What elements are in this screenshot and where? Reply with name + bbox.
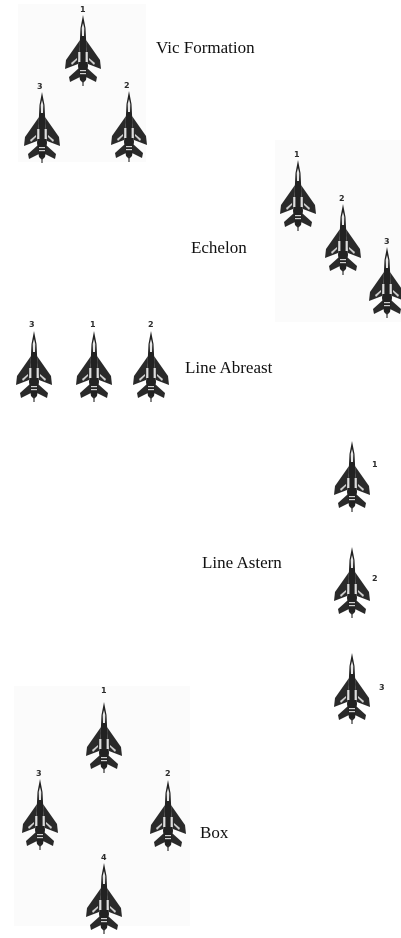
box-aircraft-2-number: 2 [165, 769, 171, 778]
vic-formation-title: Vic Formation [156, 38, 255, 57]
jet-fighter-icon [74, 330, 114, 402]
box-aircraft-3-number: 3 [36, 769, 42, 778]
box-title: Box [200, 823, 229, 842]
vic-aircraft-1-number: 1 [80, 5, 86, 14]
line-astern-aircraft-3-number: 3 [379, 683, 385, 692]
jet-fighter-icon [332, 546, 372, 618]
jet-fighter-icon [63, 14, 103, 86]
jet-fighter-icon [278, 159, 318, 231]
jet-fighter-icon [14, 330, 54, 402]
line-abreast-title: Line Abreast [185, 358, 273, 377]
echelon-aircraft-1-number: 1 [294, 150, 300, 159]
jet-fighter-icon [323, 203, 363, 275]
box-aircraft-1-number: 1 [101, 686, 107, 695]
line-astern-title: Line Astern [202, 553, 282, 572]
jet-fighter-icon [332, 440, 372, 512]
jet-fighter-icon [131, 330, 171, 402]
jet-fighter-icon [148, 779, 188, 851]
jet-fighter-icon [109, 90, 149, 162]
vic-aircraft-2-number: 2 [124, 81, 130, 90]
jet-fighter-icon [84, 701, 124, 773]
echelon-title: Echelon [191, 238, 247, 257]
jet-fighter-icon [20, 778, 60, 850]
box-aircraft-4-number: 4 [101, 853, 107, 862]
line-astern-aircraft-1-number: 1 [372, 460, 378, 469]
vic-aircraft-3-number: 3 [37, 82, 43, 91]
echelon-aircraft-3-number: 3 [384, 237, 390, 246]
line-astern-aircraft-2-number: 2 [372, 574, 378, 583]
line-abreast-aircraft-1-number: 1 [90, 320, 96, 329]
jet-fighter-icon [367, 246, 401, 318]
jet-fighter-icon [332, 652, 372, 724]
line-abreast-aircraft-3-number: 3 [29, 320, 35, 329]
echelon-aircraft-2-number: 2 [339, 194, 345, 203]
jet-fighter-icon [84, 862, 124, 934]
jet-fighter-icon [22, 91, 62, 163]
line-abreast-aircraft-2-number: 2 [148, 320, 154, 329]
